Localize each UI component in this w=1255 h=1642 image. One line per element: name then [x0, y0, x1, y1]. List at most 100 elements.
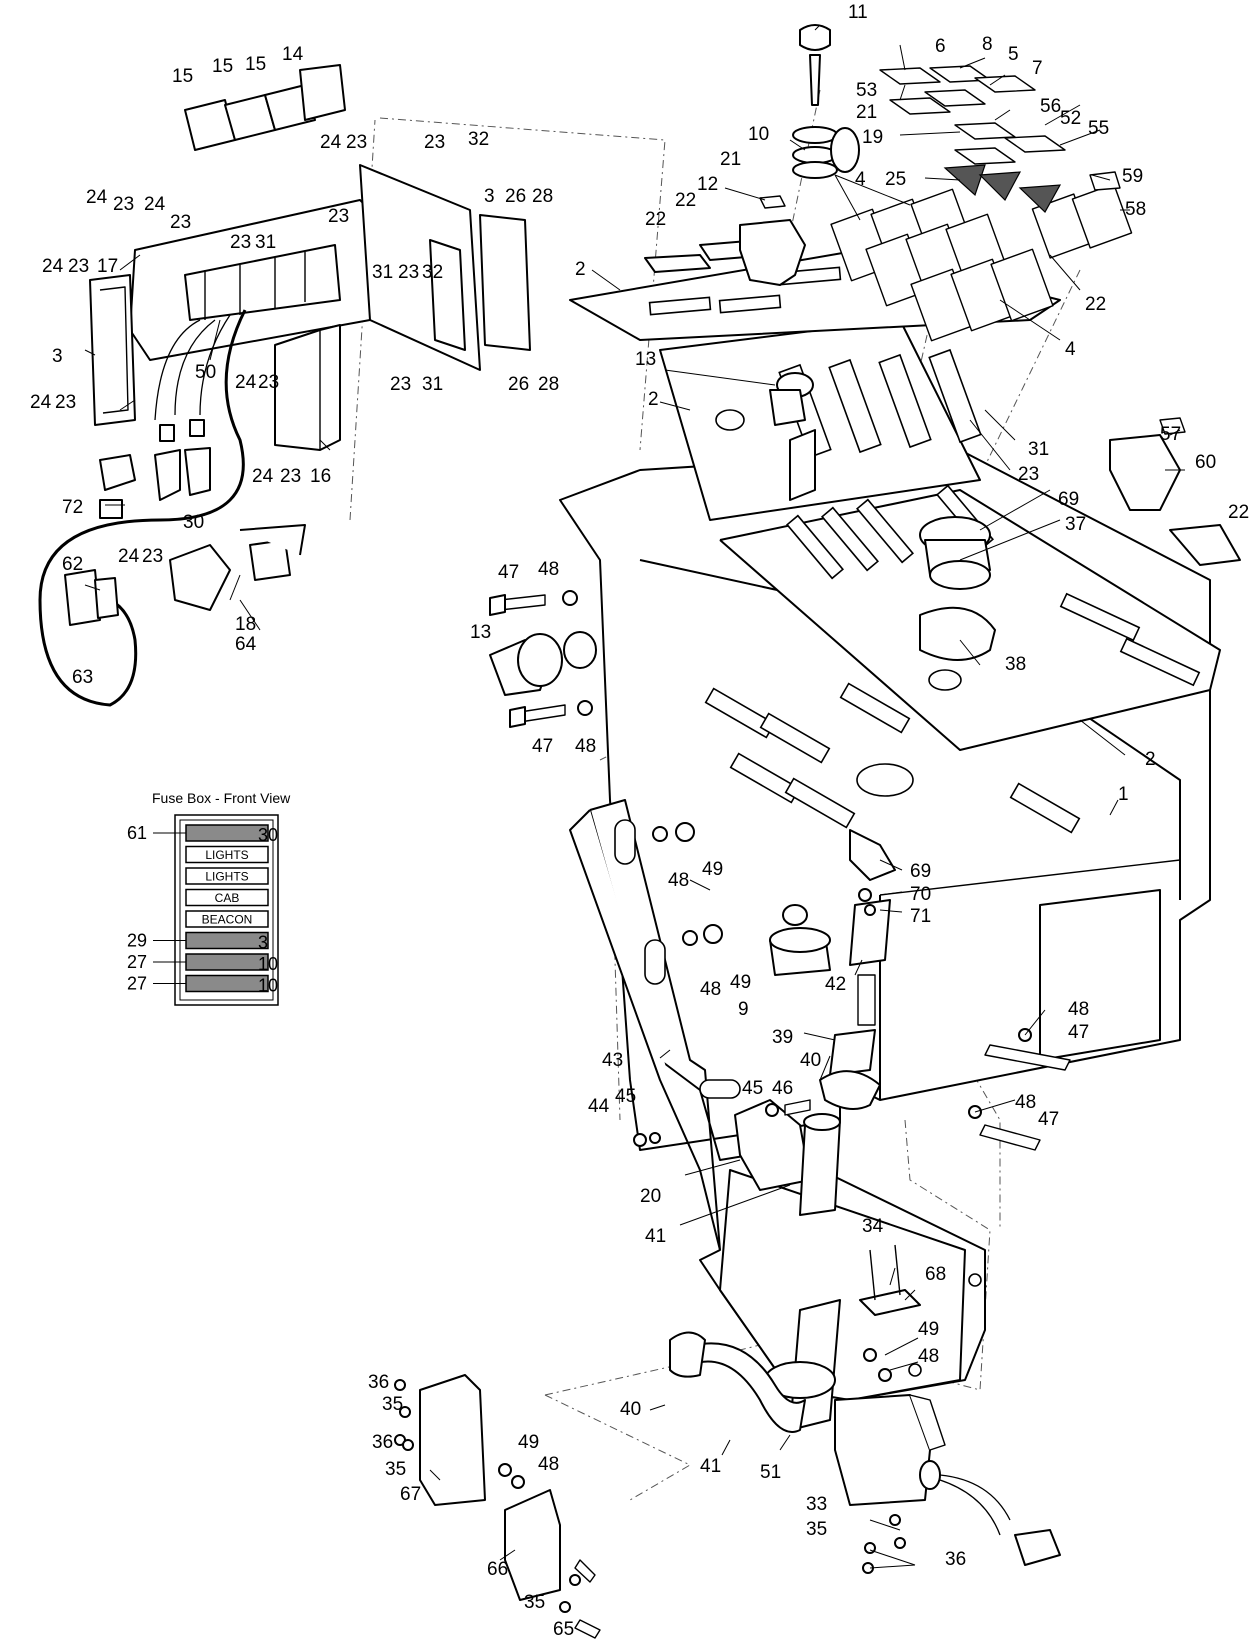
callout-65: 65 — [553, 1619, 574, 1640]
rocker-switches — [830, 183, 1133, 342]
callout-37: 37 — [1065, 514, 1086, 535]
callout-28b: 28 — [538, 374, 559, 395]
callout-24d: 24 — [42, 256, 64, 277]
callout-5: 5 — [1008, 44, 1019, 65]
bracket-20 — [734, 1099, 841, 1216]
callout-3a: 3 — [52, 346, 63, 367]
callout-67: 67 — [400, 1484, 421, 1505]
fuse-label-slot — [185, 910, 269, 928]
callout-31b: 31 — [372, 262, 393, 283]
callout-32a: 32 — [468, 129, 489, 150]
callout-48b: 48 — [575, 736, 596, 757]
callout-20: 20 — [640, 1186, 661, 1207]
fuse-label: CAB — [215, 891, 240, 905]
callout-23f: 23 — [230, 232, 251, 253]
callout-36a: 36 — [368, 1372, 389, 1393]
callout-51: 51 — [760, 1462, 781, 1483]
callout-46: 46 — [772, 1078, 793, 1099]
plug-62-63 — [64, 569, 119, 626]
callout-22d: 22 — [1228, 502, 1249, 523]
callout-48f: 48 — [1015, 1092, 1036, 1113]
fuse-slot — [185, 974, 269, 993]
ignition-key — [792, 24, 860, 179]
fuse-label: LIGHTS — [205, 870, 248, 884]
fuse-callout-left: 61 — [127, 823, 147, 843]
callout-23b: 23 — [424, 132, 445, 153]
callout-57: 57 — [1160, 424, 1181, 445]
callout-48c: 48 — [668, 870, 689, 891]
callout-16: 16 — [310, 466, 331, 487]
callout-72: 72 — [62, 497, 83, 518]
callout-33: 33 — [806, 1494, 827, 1515]
callout-22b: 22 — [645, 209, 666, 230]
fuse-label: LIGHTS — [205, 848, 248, 862]
callout-2a: 2 — [575, 259, 586, 280]
fuse-callout-left: 27 — [127, 952, 147, 972]
fuse-box-title: Fuse Box - Front View — [152, 790, 291, 806]
callout-64: 64 — [235, 634, 257, 655]
callout-35b: 35 — [385, 1459, 406, 1480]
callout-49c: 49 — [918, 1319, 939, 1340]
bulkhead-plate — [359, 164, 531, 371]
callout-23h: 23 — [398, 262, 419, 283]
callout-47a: 47 — [498, 562, 519, 583]
fuse-box-3 — [89, 274, 136, 426]
callout-23l: 23 — [280, 466, 301, 487]
callout-45b: 45 — [742, 1078, 763, 1099]
callout-31a: 31 — [255, 232, 276, 253]
module-33 — [834, 1394, 1061, 1574]
callout-39: 39 — [772, 1027, 793, 1048]
fuse-slot — [185, 931, 269, 950]
module-16 — [274, 324, 341, 451]
callout-31c: 31 — [422, 374, 443, 395]
bolts-47-48 — [489, 590, 1071, 1151]
callout-10: 10 — [748, 124, 769, 145]
callout-55: 55 — [1088, 118, 1109, 139]
callout-1: 1 — [1118, 784, 1129, 805]
pivot-assembly — [819, 899, 891, 1110]
wiring-harness — [38, 309, 247, 707]
callout-69a: 69 — [1058, 489, 1079, 510]
fuse-callout-right: 3 — [258, 933, 268, 953]
gland-13 — [489, 631, 597, 696]
callout-53: 53 — [856, 80, 877, 101]
callout-19: 19 — [862, 127, 883, 148]
callout-45a: 45 — [615, 1086, 636, 1107]
fuse-callout-right: 10 — [258, 954, 278, 974]
callout-50: 50 — [195, 362, 216, 383]
callout-26a: 26 — [505, 186, 526, 207]
lever-13 — [769, 372, 816, 501]
nuts-washers — [652, 822, 892, 1382]
callout-13a: 13 — [635, 349, 656, 370]
fuse-callout-right: 10 — [258, 976, 278, 996]
callout-2b: 2 — [648, 389, 659, 410]
bracket-66-67 — [394, 1374, 601, 1639]
callout-48h: 48 — [538, 1454, 559, 1475]
upper-switches — [644, 195, 806, 286]
knob-assembly — [919, 516, 996, 661]
callout-35d: 35 — [806, 1519, 827, 1540]
callout-48a: 48 — [538, 559, 559, 580]
relay-bracket-18-64 — [169, 524, 306, 611]
fuse-callout-left: 27 — [127, 974, 147, 994]
callout-24c: 24 — [144, 194, 166, 215]
callout-26b: 26 — [508, 374, 529, 395]
callout-18: 18 — [235, 614, 256, 635]
callout-34: 34 — [862, 1216, 884, 1237]
relays-14-15 — [184, 64, 346, 151]
clamp-bracket-68 — [859, 1244, 921, 1316]
callout-23k: 23 — [55, 392, 76, 413]
callout-15b: 15 — [212, 56, 233, 77]
callout-24a: 24 — [320, 132, 342, 153]
callout-24h: 24 — [118, 546, 140, 567]
callout-6: 6 — [935, 36, 946, 57]
callout-23c: 23 — [113, 194, 134, 215]
callout-49b: 49 — [730, 972, 751, 993]
callout-30: 30 — [183, 512, 204, 533]
callout-48e: 48 — [1068, 999, 1089, 1020]
switch-60 — [1109, 417, 1186, 511]
callout-44: 44 — [588, 1096, 610, 1117]
fuse-slot — [185, 953, 269, 971]
callout-40b: 40 — [620, 1399, 641, 1420]
callout-36c: 36 — [945, 1549, 966, 1570]
